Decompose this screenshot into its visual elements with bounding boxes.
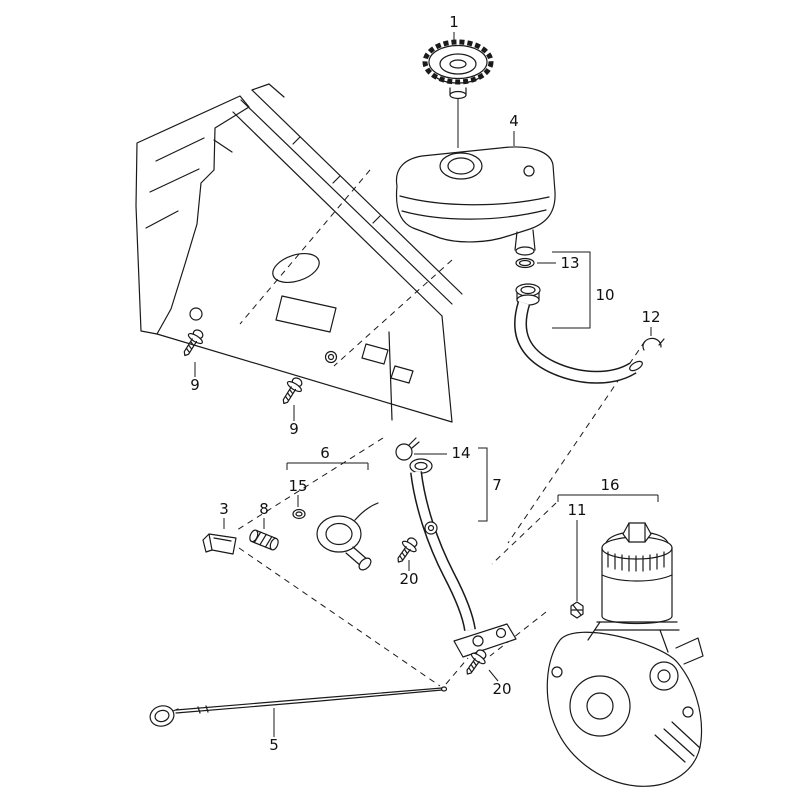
part-label-7: 7 bbox=[492, 476, 502, 494]
part-label-11: 11 bbox=[567, 501, 586, 519]
o-ring bbox=[515, 257, 556, 269]
part-label-9a: 9 bbox=[190, 376, 200, 394]
part-label-20b: 20 bbox=[492, 680, 511, 698]
dipstick bbox=[149, 686, 448, 737]
hose-bracket bbox=[552, 251, 591, 329]
screw-9a bbox=[183, 329, 204, 357]
filler-cap bbox=[422, 32, 494, 148]
pump-bracket-16 bbox=[557, 494, 659, 502]
hose-clip bbox=[642, 327, 665, 351]
bushing-8 bbox=[249, 518, 279, 551]
part-label-3: 3 bbox=[219, 500, 229, 518]
part-label-4: 4 bbox=[509, 112, 519, 130]
part-label-5: 5 bbox=[269, 736, 279, 754]
filter-housing bbox=[594, 522, 680, 631]
part-label-13: 13 bbox=[560, 254, 579, 272]
part-label-12: 12 bbox=[641, 308, 660, 326]
reservoir bbox=[395, 131, 556, 256]
bracket-6 bbox=[286, 462, 369, 470]
part-label-16: 16 bbox=[600, 476, 619, 494]
return-hose bbox=[514, 283, 643, 384]
screw-9b bbox=[282, 377, 303, 405]
pipe-bracket-7 bbox=[478, 447, 488, 522]
alignment-dashed-lines bbox=[236, 169, 646, 687]
part-label-20a: 20 bbox=[399, 570, 418, 588]
part-label-1: 1 bbox=[449, 13, 459, 31]
part-label-10: 10 bbox=[595, 286, 614, 304]
part-label-6: 6 bbox=[320, 444, 330, 462]
part-label-9b: 9 bbox=[289, 420, 299, 438]
part-label-14: 14 bbox=[451, 444, 470, 462]
bolt-20a bbox=[397, 537, 418, 563]
part-label-8: 8 bbox=[259, 500, 269, 518]
pump-body bbox=[546, 621, 704, 787]
retainer-ring-part bbox=[316, 502, 379, 571]
clip-3 bbox=[202, 518, 237, 555]
clamp-14 bbox=[395, 437, 447, 461]
part-label-15: 15 bbox=[288, 477, 307, 495]
bolt-20b bbox=[466, 649, 487, 675]
body-panel bbox=[135, 83, 463, 423]
nut-11 bbox=[570, 520, 584, 619]
suction-pipe bbox=[409, 458, 517, 658]
seal-15 bbox=[292, 495, 306, 520]
